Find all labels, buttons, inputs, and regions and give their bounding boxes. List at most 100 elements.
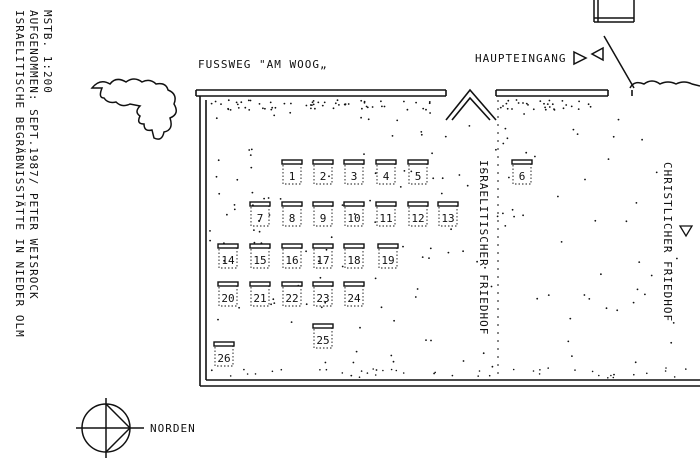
grave-6: 6: [511, 159, 533, 185]
grave-plot: [282, 285, 302, 307]
headstone: [249, 243, 271, 249]
grave-plot: [250, 285, 270, 307]
grave-number: 12: [411, 212, 424, 225]
grave-24: 24: [343, 281, 365, 307]
grave-number: 4: [383, 170, 390, 183]
title-block: ISRAELITISCHE BEGRÄBNISSTÄTTE IN NIEDER …: [13, 10, 54, 338]
headstone: [249, 201, 271, 207]
hedge-right: [629, 80, 700, 89]
grave-plot: [344, 163, 364, 185]
grave-7: 7: [249, 201, 271, 227]
dotted-fill: [209, 99, 687, 379]
grave-23: 23: [312, 281, 334, 307]
grave-11: 11: [375, 201, 397, 227]
grave-15: 15: [249, 243, 271, 269]
headstone: [407, 159, 429, 165]
grave-plot: [313, 285, 333, 307]
grave-17: 17: [312, 243, 334, 269]
headstone: [281, 281, 303, 287]
grave-number: 7: [257, 212, 264, 225]
grave-22: 22: [281, 281, 303, 307]
grave-plot: [218, 247, 238, 269]
grave-plot: [313, 247, 333, 269]
entrance-arrow-icon: [573, 50, 588, 66]
grave-number: 5: [415, 170, 422, 183]
grave-19: 19: [377, 243, 399, 269]
headstone: [407, 201, 429, 207]
grave-plot: [376, 163, 396, 185]
grave-number: 8: [289, 212, 296, 225]
headstone: [312, 201, 334, 207]
grave-number: 3: [351, 170, 358, 183]
headstone: [217, 281, 239, 287]
headstone: [217, 243, 239, 249]
grave-10: 10: [343, 201, 365, 227]
grave-plot: [214, 345, 234, 367]
grave-number: 10: [347, 212, 360, 225]
grave-number: 2: [320, 170, 327, 183]
grave-20: 20: [217, 281, 239, 307]
headstone: [343, 281, 365, 287]
footpath-label: FUSSWEG "AM WOOG„: [198, 58, 328, 71]
grave-25: 25: [312, 323, 334, 349]
title-line-2: AUFGENOMMEN: SEPT.1987/ PETER WEISROCK: [27, 10, 40, 300]
grave-16: 16: [281, 243, 303, 269]
grave-plot: [313, 327, 333, 349]
title-line-3: MSTB. 1:200: [41, 10, 54, 94]
grave-18: 18: [343, 243, 365, 269]
grave-plot: [313, 205, 333, 227]
grave-number: 16: [285, 254, 298, 267]
grave-plot: [344, 285, 364, 307]
grave-26: 26: [213, 341, 235, 367]
grave-number: 21: [253, 292, 266, 305]
headstone: [375, 159, 397, 165]
israelite-cemetery-label: ISRAELITISCHER FRIEDHOF: [477, 160, 490, 335]
grave-number: 17: [316, 254, 329, 267]
grave-number: 19: [381, 254, 394, 267]
grave-number: 26: [217, 352, 230, 365]
grave-plot: [408, 205, 428, 227]
grave-number: 25: [316, 334, 329, 347]
grave-number: 18: [347, 254, 360, 267]
grave-plot: [512, 163, 532, 185]
grave-plot: [282, 205, 302, 227]
headstone: [437, 201, 459, 207]
main-entrance-label: HAUPTEINGANG: [475, 52, 566, 65]
grave-21: 21: [249, 281, 271, 307]
grave-3: 3: [343, 159, 365, 185]
north-label: NORDEN: [150, 422, 196, 435]
headstone: [281, 201, 303, 207]
grave-number: 22: [285, 292, 298, 305]
grave-plot: [438, 205, 458, 227]
christian-cemetery-label: CHRISTLICHER FRIEDHOF: [661, 162, 674, 322]
grave-plot: [250, 205, 270, 227]
cemetery-wall: [195, 88, 700, 387]
grave-plot: [408, 163, 428, 185]
grave-number: 15: [253, 254, 266, 267]
grave-9: 9: [312, 201, 334, 227]
grave-14: 14: [217, 243, 239, 269]
grave-8: 8: [281, 201, 303, 227]
grave-number: 23: [316, 292, 329, 305]
headstone: [312, 323, 334, 329]
grave-12: 12: [407, 201, 429, 227]
grave-number: 24: [347, 292, 361, 305]
headstone: [343, 159, 365, 165]
grave-number: 11: [379, 212, 392, 225]
headstone: [249, 281, 271, 287]
headstone: [343, 243, 365, 249]
grave-number: 6: [519, 170, 526, 183]
grave-number: 14: [221, 254, 235, 267]
grave-plot: [313, 163, 333, 185]
headstone: [343, 201, 365, 207]
headstone: [312, 243, 334, 249]
grave-plot: [282, 247, 302, 269]
headstone: [281, 243, 303, 249]
grave-plot: [376, 205, 396, 227]
headstone: [511, 159, 533, 165]
christian-arrow-icon: [678, 225, 694, 238]
headstone: [377, 243, 399, 249]
grave-number: 13: [441, 212, 454, 225]
headstone: [213, 341, 235, 347]
